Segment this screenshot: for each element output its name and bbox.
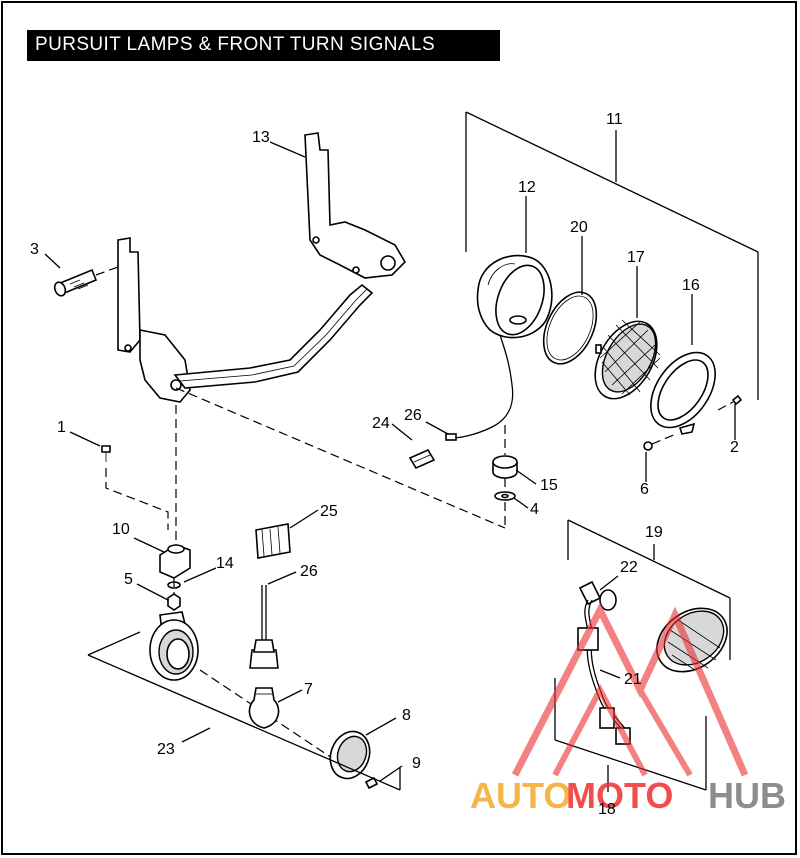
signal-group-bracket: [87, 631, 401, 791]
callout-20: 20: [570, 219, 588, 236]
title-bar: PURSUIT LAMPS & FRONT TURN SIGNALS: [27, 30, 500, 61]
callout-6: 6: [640, 481, 649, 498]
lamp-housing: [445, 254, 553, 441]
bulb-socket: [249, 585, 279, 669]
watermark-text-hub: HUB: [708, 775, 786, 816]
right-signal-group-bracket: [567, 519, 731, 660]
watermark-text-moto: MOTO: [566, 775, 673, 816]
watermark-logo: [511, 602, 749, 777]
retaining-screw: [643, 433, 677, 451]
callout-15: 15: [540, 477, 558, 494]
callout-9: 9: [412, 755, 421, 772]
harness-group-bracket: [554, 678, 707, 791]
callout-10: 10: [112, 521, 130, 538]
callout-7: 7: [304, 681, 313, 698]
right-signal-bulb: [578, 580, 617, 611]
callout-18: 18: [598, 801, 616, 818]
callout-24: 24: [372, 415, 390, 432]
callout-19: 19: [645, 524, 663, 541]
callout-11: 11: [606, 111, 623, 128]
callout-numbers: 13 3 11 12 20 17 16 2 6 24 26 15 4 1 10 …: [30, 111, 739, 818]
socket-connector: [255, 523, 291, 559]
callout-22: 22: [620, 559, 638, 576]
signal-bulb: [248, 687, 280, 729]
callout-3: 3: [30, 241, 39, 258]
signal-mount-screw: [101, 445, 111, 462]
signal-lens: [329, 730, 371, 780]
callout-26-top: 26: [404, 407, 422, 424]
callout-14: 14: [216, 555, 234, 572]
callout-21: 21: [624, 671, 642, 688]
right-signal-lens: [656, 607, 728, 673]
pursuit-lamp-group: [465, 111, 759, 400]
callout-12: 12: [518, 179, 536, 196]
turn-signal-housing: [149, 611, 199, 681]
mounting-bracket: [117, 132, 407, 403]
lens-screw: [364, 776, 379, 790]
callout-5: 5: [124, 571, 133, 588]
trim-screw: [717, 394, 743, 411]
signal-clamp: [159, 544, 191, 579]
callout-4: 4: [530, 501, 539, 518]
mounting-screw: [53, 266, 119, 297]
hex-nut: [167, 593, 181, 611]
watermark-text-auto: AUTO: [470, 775, 571, 816]
flat-washer: [494, 491, 516, 501]
lamp-lens: [594, 319, 661, 400]
watermark-text: AUTO MOTO HUB: [470, 775, 786, 816]
callout-23: 23: [157, 741, 175, 758]
lamp-trim-ring: [650, 351, 716, 435]
callout-8: 8: [402, 707, 411, 724]
callout-2: 2: [730, 439, 739, 456]
leader-lines: [44, 130, 736, 792]
callout-26-bottom: 26: [300, 563, 318, 580]
callout-1: 1: [57, 419, 66, 436]
wire-connector: [408, 448, 436, 470]
callout-17: 17: [627, 249, 645, 266]
callout-13: 13: [252, 129, 270, 146]
callout-25: 25: [320, 503, 338, 520]
page-title: PURSUIT LAMPS & FRONT TURN SIGNALS: [35, 34, 436, 55]
lamp-ring: [542, 291, 598, 365]
rubber-grommet: [492, 455, 518, 479]
callout-16: 16: [682, 277, 700, 294]
